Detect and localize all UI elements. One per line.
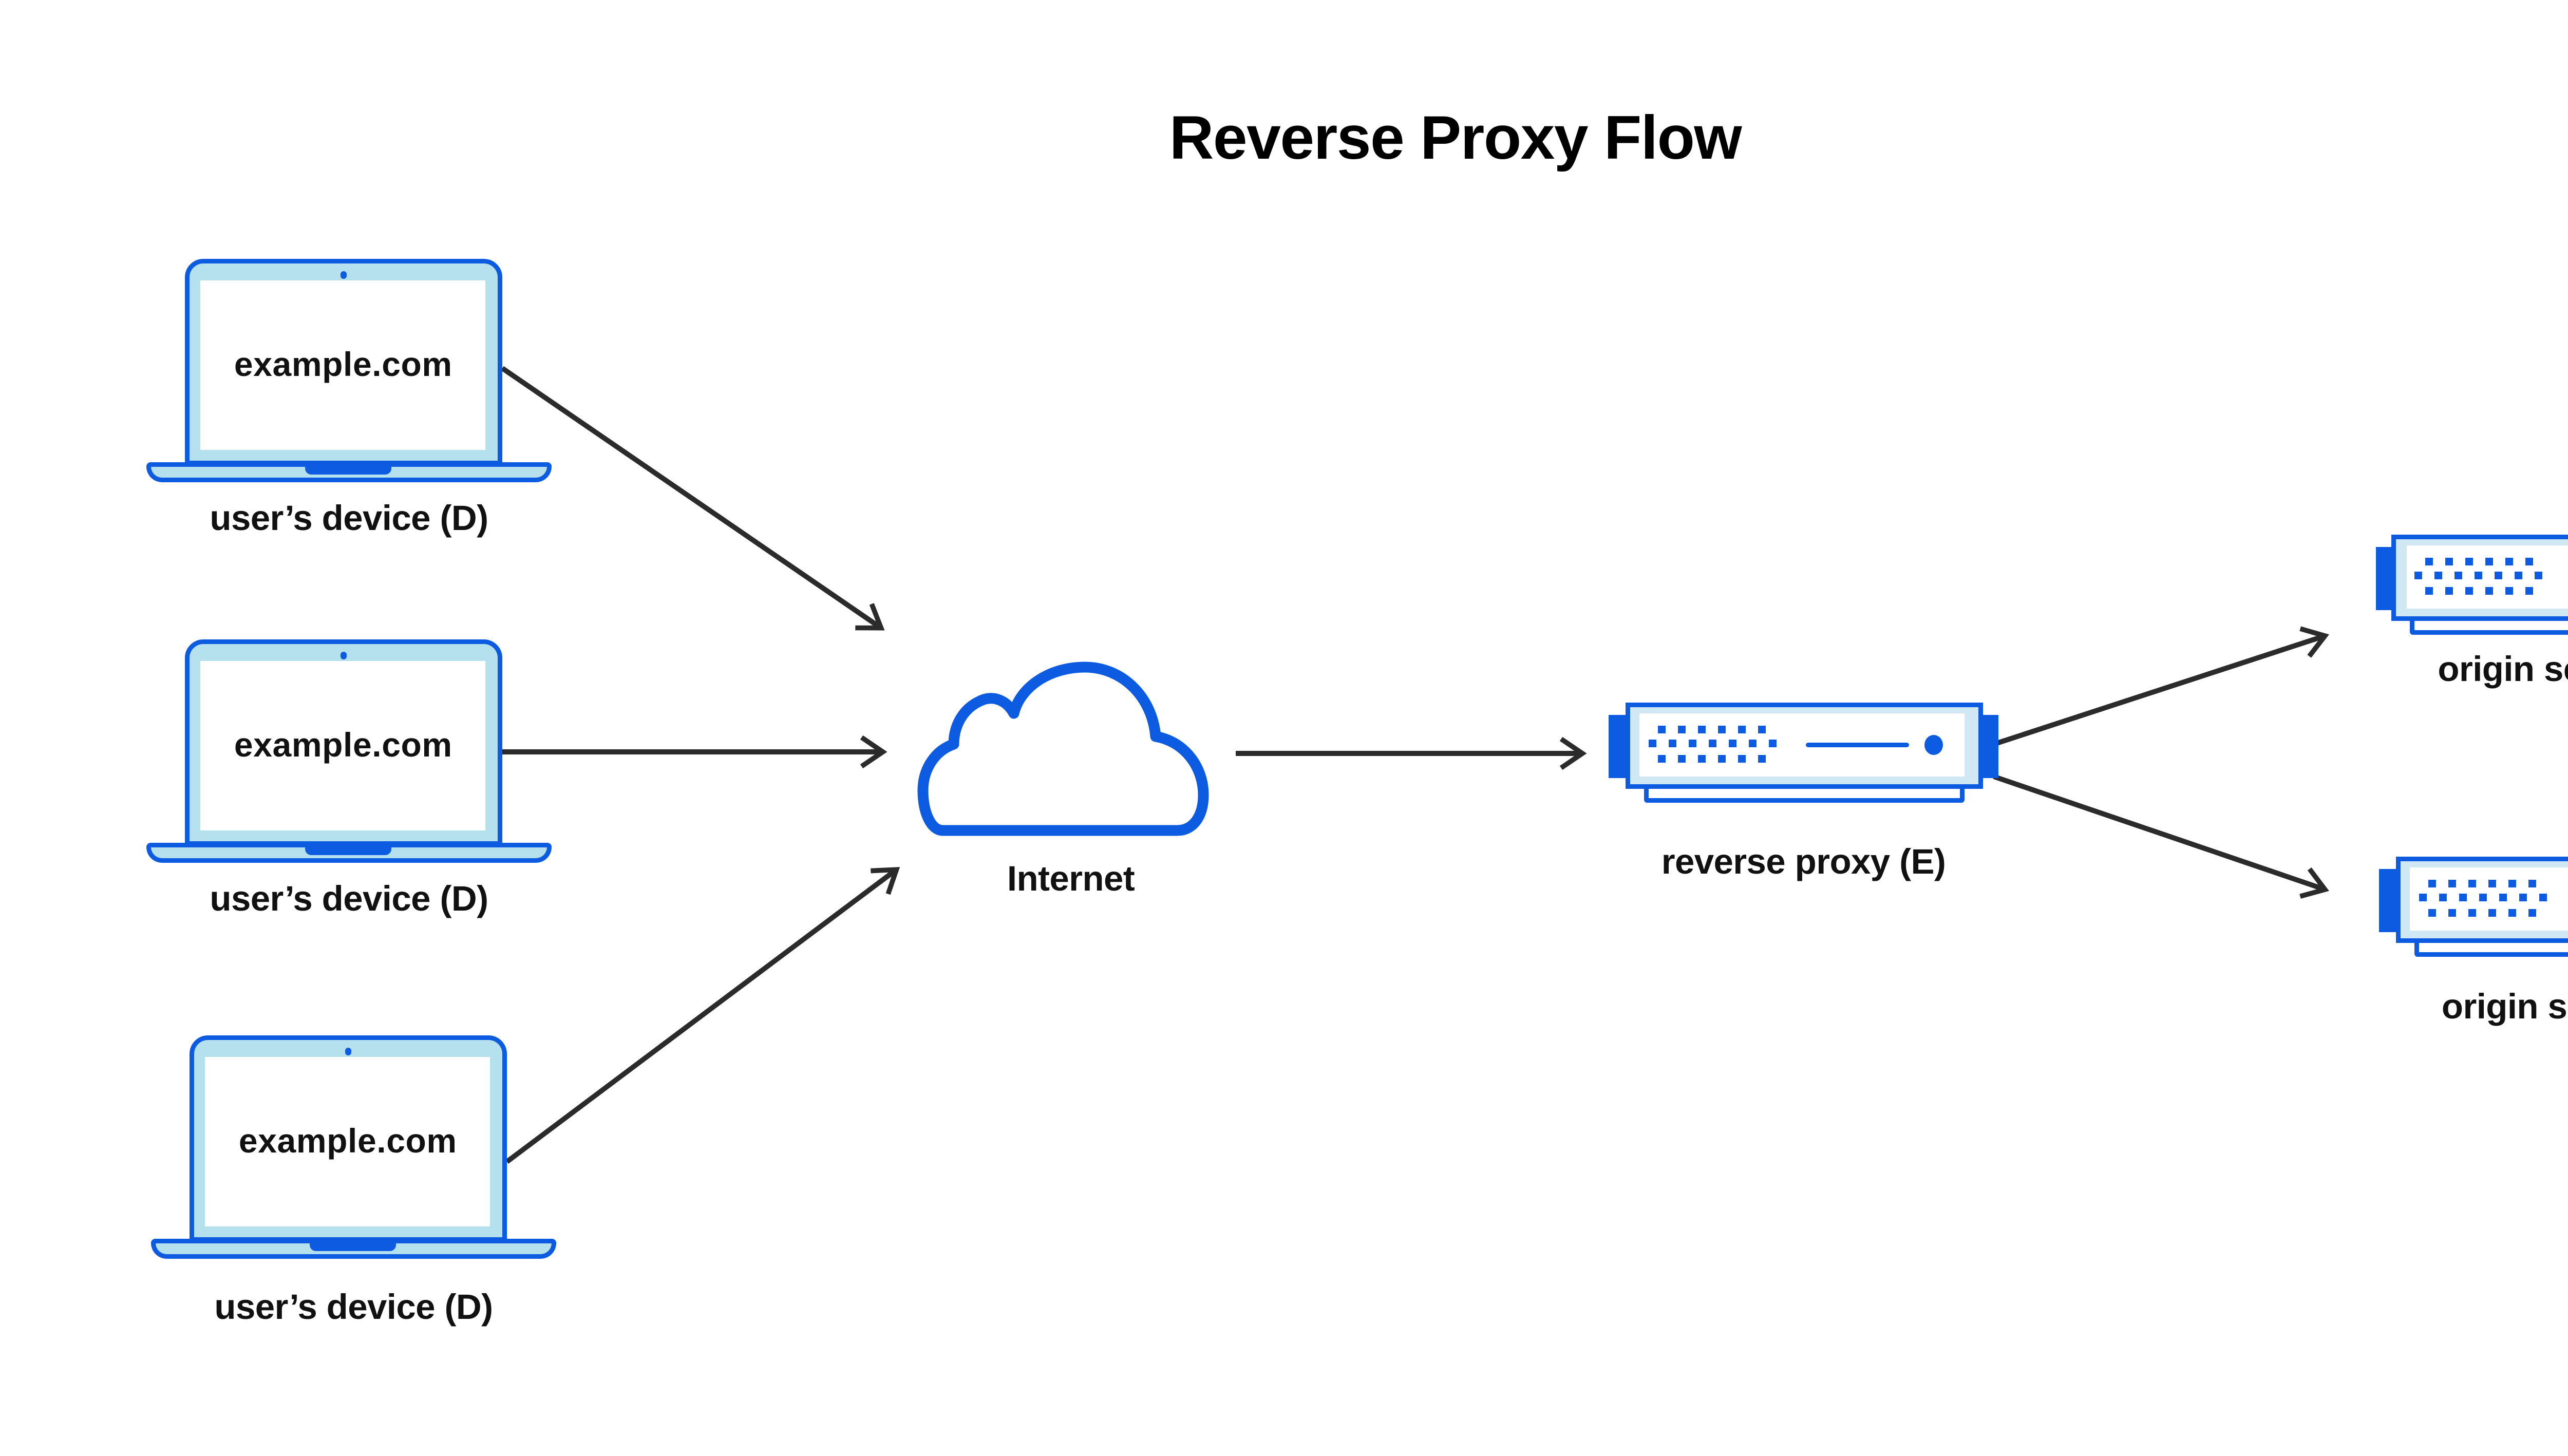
server-ear [2375, 546, 2394, 610]
laptop-icon-device2: example.com [146, 639, 553, 864]
server-front-panel [2410, 867, 2568, 931]
server-body [1625, 703, 1982, 789]
screen-url-text: example.com [234, 345, 452, 385]
internet-cloud-icon [917, 649, 1211, 838]
reverse-proxy-label: reverse proxy (E) [1609, 841, 1998, 881]
laptop-notch [306, 465, 392, 474]
arrow-proxy-to-origin2 [1994, 777, 2324, 889]
server-icon-origin1 [2375, 535, 2568, 635]
laptop-base [146, 843, 552, 862]
server-vent-dots [2425, 557, 2543, 594]
laptop-screen: example.com [205, 1057, 490, 1226]
laptop-icon-device1: example.com [146, 259, 553, 484]
server-ear [1609, 714, 1627, 778]
server-body [2395, 857, 2568, 943]
server-ear [1980, 714, 1999, 778]
arrow-device1-to-internet [502, 368, 880, 627]
laptop-notch [306, 846, 392, 855]
server-icon-reverse-proxy [1609, 703, 1999, 803]
laptop-lid: example.com [185, 259, 502, 465]
laptop-screen: example.com [201, 661, 486, 830]
laptop-base [150, 1239, 557, 1258]
laptop-icon-device3: example.com [150, 1035, 557, 1260]
origin-server2-label: origin server (F) [2379, 986, 2568, 1026]
screen-url-text: example.com [239, 1122, 457, 1162]
webcam-dot-icon [345, 1048, 352, 1055]
webcam-dot-icon [340, 271, 347, 278]
server-front-panel [2406, 545, 2568, 609]
arrow-proxy-to-origin1 [1994, 636, 2324, 744]
server-front-panel [1640, 713, 1965, 777]
webcam-dot-icon [340, 652, 347, 659]
server-power-dot [1925, 734, 1943, 754]
laptop-lid: example.com [185, 639, 502, 846]
page-title: Reverse Proxy Flow [0, 103, 2568, 174]
device1-label: user’s device (D) [146, 498, 552, 538]
laptop-screen: example.com [201, 280, 486, 450]
internet-label: Internet [924, 858, 1217, 898]
arrow-device3-to-internet [507, 871, 895, 1162]
server-vent-dots [1658, 725, 1777, 762]
screen-url-text: example.com [234, 726, 452, 766]
device3-label: user’s device (D) [150, 1287, 557, 1327]
laptop-notch [310, 1242, 396, 1251]
server-ear [2379, 868, 2397, 932]
server-vent-dots [2429, 879, 2547, 916]
laptop-lid: example.com [190, 1035, 506, 1242]
origin-server1-label: origin server (F) [2375, 649, 2568, 689]
server-body [2392, 535, 2568, 621]
device2-label: user’s device (D) [146, 878, 552, 918]
server-icon-origin2 [2379, 857, 2568, 957]
server-slot-line [1806, 742, 1910, 747]
laptop-base [146, 462, 552, 482]
